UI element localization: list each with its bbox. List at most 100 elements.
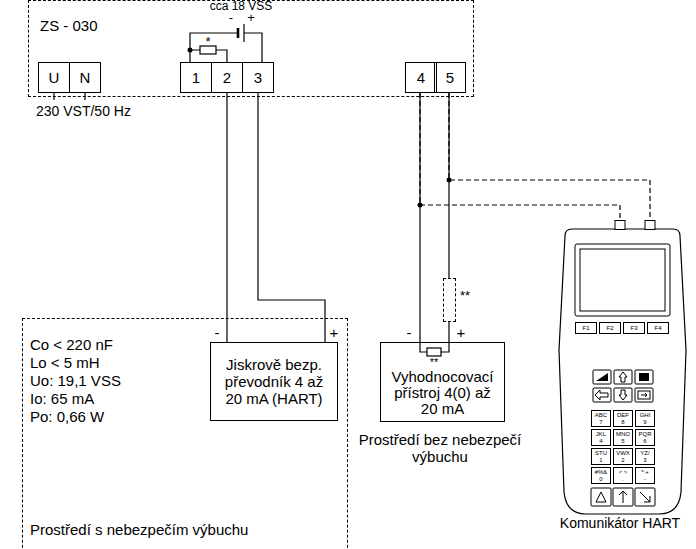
signal-wire xyxy=(419,93,420,342)
keypad-key: MNO5 xyxy=(613,429,633,446)
keypad-key: < >. xyxy=(613,467,633,484)
node-text: F2 xyxy=(606,325,613,332)
terminal-box: 5 xyxy=(434,62,466,93)
transmitter-box: Jiskrově bezp. převodník 4 až 20 mA (HAR… xyxy=(210,342,338,421)
nav-key xyxy=(593,388,611,402)
node-text: ZS - 030 xyxy=(40,17,98,34)
signal-wire xyxy=(258,93,325,342)
nav-key xyxy=(635,388,653,402)
node-text: U xyxy=(49,69,60,86)
terminal-box: 3 xyxy=(242,62,274,93)
keypad-key: JKL4 xyxy=(591,429,611,446)
key-icon xyxy=(638,391,650,399)
node-text: JKL xyxy=(596,431,606,438)
nav-key xyxy=(614,370,632,384)
node-text: Io: 65 mA xyxy=(30,390,94,407)
key-icon xyxy=(641,393,647,397)
key-icon xyxy=(619,491,627,503)
nav-key xyxy=(635,370,653,384)
terminal-box: N xyxy=(69,62,101,93)
keypad-key: YZ/3 xyxy=(635,448,655,465)
polarity-sign: - xyxy=(404,324,414,341)
function-key: F2 xyxy=(599,322,621,334)
terminal-box: 4 xyxy=(405,62,437,93)
key-icon xyxy=(619,372,627,382)
battery-wire xyxy=(190,33,262,62)
polarity-sign: + xyxy=(246,11,256,26)
node-text: PQR xyxy=(638,431,651,438)
terminal-box: U xyxy=(38,62,70,93)
display-screen xyxy=(580,249,665,311)
connector-jack xyxy=(615,221,625,230)
node-text: 5 xyxy=(621,438,624,445)
terminal-box: 2 xyxy=(211,62,243,93)
node-text: Lo < 5 mH xyxy=(30,354,100,371)
resistor-note: * xyxy=(203,35,213,50)
node-text: Vyhodnocovací přístroj 4(0) až 20 mA xyxy=(387,369,498,417)
node-text: VWX xyxy=(616,450,630,457)
connector-jack xyxy=(645,221,655,230)
node-text: YZ/ xyxy=(640,450,649,457)
node-text: GHI xyxy=(640,412,651,419)
hart-link xyxy=(449,93,650,220)
node-text: 3 xyxy=(643,457,646,464)
key-icon xyxy=(596,492,606,502)
node-text: < > xyxy=(619,469,628,476)
node-text: 2 xyxy=(223,69,231,86)
keypad-key: #%&0 xyxy=(591,467,611,484)
node-text: 4 xyxy=(417,69,425,86)
keypad-key: DEF8 xyxy=(613,410,633,427)
signal-wire xyxy=(448,322,449,342)
polarity-sign: + xyxy=(455,324,467,341)
node-text: Komunikátor HART xyxy=(550,516,690,530)
key-icon xyxy=(639,373,649,381)
node-text: STU xyxy=(595,450,607,457)
node-text: 9 xyxy=(643,419,646,426)
node-text: N xyxy=(80,69,91,86)
zone-label: Prostředí bez nebezpečí výbuchu xyxy=(352,431,528,466)
node-text: 5 xyxy=(446,69,454,86)
node-text: Jiskrově bezp. převodník 4 až 20 mA (HAR… xyxy=(217,356,331,407)
node-text: MNO xyxy=(616,431,630,438)
function-key: F1 xyxy=(575,322,597,334)
node-text: DEF xyxy=(617,412,629,419)
mains-label: 230 VST/50 Hz xyxy=(36,103,131,119)
device-body xyxy=(559,229,686,514)
node-text: Uo: 19,1 VSS xyxy=(30,372,121,389)
polarity-sign: - xyxy=(212,324,222,341)
hart-communicator: Komunikátor HARTF1F2F3F4ABC7DEF8GHI9JKL4… xyxy=(555,220,690,516)
node-text: F4 xyxy=(654,325,661,332)
soft-key xyxy=(591,488,611,506)
terminal-box: 1 xyxy=(180,62,212,93)
battery-plate xyxy=(237,28,240,38)
node-text: ABC xyxy=(595,412,607,419)
node-text: 8 xyxy=(621,419,624,426)
node-text: 4 xyxy=(599,438,602,445)
node-text: - xyxy=(644,476,646,483)
keypad-key: PQR6 xyxy=(635,429,655,446)
node-text: 6 xyxy=(643,438,646,445)
signal-wire xyxy=(226,93,227,342)
key-icon xyxy=(595,390,608,400)
evaluator-box: Vyhodnocovací přístroj 4(0) až 20 mA xyxy=(380,342,505,422)
soft-key xyxy=(635,488,655,506)
resistor-note: ** xyxy=(424,356,444,369)
keypad-key: STU1 xyxy=(591,448,611,465)
hazard-zone: Co < 220 nFLo < 5 mHUo: 19,1 VSSIo: 65 m… xyxy=(22,318,348,549)
keypad-key: ABC7 xyxy=(591,410,611,427)
polarity-sign: - xyxy=(226,11,236,26)
node-text: 1 xyxy=(599,457,602,464)
keypad-key: *:+- xyxy=(635,467,655,484)
node-text: 0 xyxy=(599,476,602,483)
node-text: F1 xyxy=(582,325,589,332)
node-text: 1 xyxy=(192,69,200,86)
node-text: 3 xyxy=(254,69,262,86)
junction-dot xyxy=(188,48,193,53)
hart-link xyxy=(420,93,620,220)
node-text: #%& xyxy=(595,469,608,476)
key-icon xyxy=(596,373,608,381)
resistor-symbol xyxy=(427,348,441,356)
node-text: Prostředí s nebezpečím výbuchu xyxy=(30,521,248,538)
